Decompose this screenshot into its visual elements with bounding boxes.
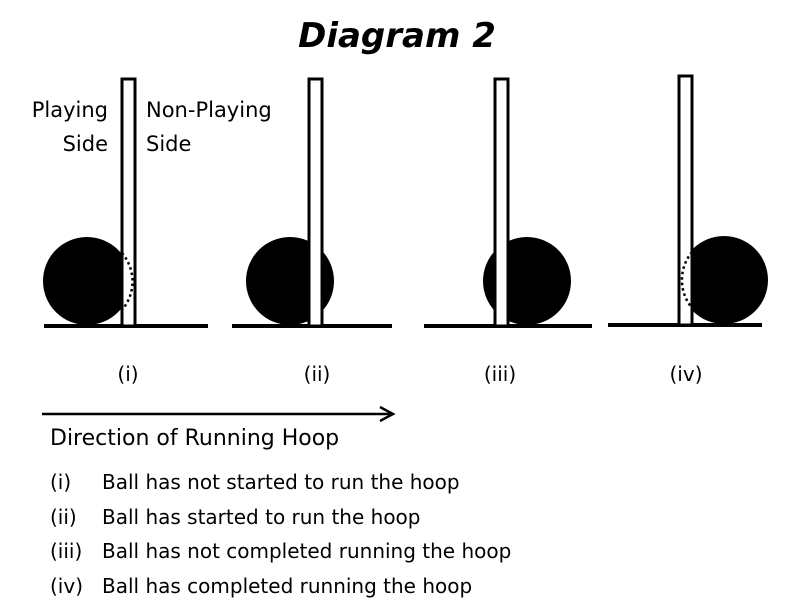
- non-playing-side-label: Non-Playing Side: [146, 93, 286, 161]
- legend-row-i: (i) Ball has not started to run the hoop: [50, 465, 511, 500]
- hoop-upright-iii: [493, 77, 510, 328]
- non-playing-side-line-1: Non-Playing: [146, 98, 272, 122]
- hoop-upright-iv: [677, 74, 694, 327]
- panel-label-iv: (iv): [669, 362, 703, 386]
- legend-key: (ii): [50, 504, 77, 529]
- legend: (i)Ball has not started to run the hoop …: [50, 465, 511, 603]
- panel-iii-drawing: [424, 77, 592, 328]
- legend-text: Ball has completed running the hoop: [102, 573, 473, 598]
- playing-side-line-1: Playing: [31, 98, 108, 122]
- hidden-ball-outline-i: [121, 252, 134, 311]
- non-playing-side-line-2: Side: [146, 132, 192, 156]
- legend-row-iv: (iv) Ball has completed running the hoop: [50, 569, 511, 604]
- hoop-upright-i: [120, 77, 137, 328]
- legend-text: Ball has started to run the hoop: [102, 504, 421, 529]
- legend-text: Ball has not completed running the hoop: [102, 539, 512, 563]
- legend-row-ii: (ii) Ball has started to run the hoop: [50, 500, 511, 535]
- legend-row-iii: (iii) Ball has not completed running the …: [50, 534, 511, 569]
- direction-label: Direction of Running Hoop: [50, 426, 340, 451]
- legend-key: (i): [50, 470, 72, 494]
- panel-iv-drawing: [608, 74, 768, 327]
- legend-key: (iii): [50, 539, 83, 563]
- panel-i-drawing: [43, 77, 208, 328]
- playing-side-label: Playing Side: [30, 93, 108, 161]
- hidden-ball-outline-iv: [680, 251, 693, 309]
- legend-key: (iv): [50, 573, 83, 598]
- panel-label-iii: (iii): [483, 362, 517, 386]
- diagram-title: Diagram 2: [298, 16, 496, 56]
- playing-side-line-2: Side: [62, 132, 108, 156]
- ball-iv: [680, 236, 768, 324]
- hoop-upright-ii: [307, 77, 324, 328]
- direction-arrow-head: [379, 405, 396, 423]
- direction-arrow: [42, 405, 396, 423]
- legend-text: Ball has not started to run the hoop: [102, 470, 460, 494]
- ball-i: [43, 237, 131, 325]
- panel-ii-drawing: [232, 77, 392, 328]
- panel-label-i: (i): [117, 362, 139, 386]
- panel-label-ii: (ii): [303, 362, 331, 386]
